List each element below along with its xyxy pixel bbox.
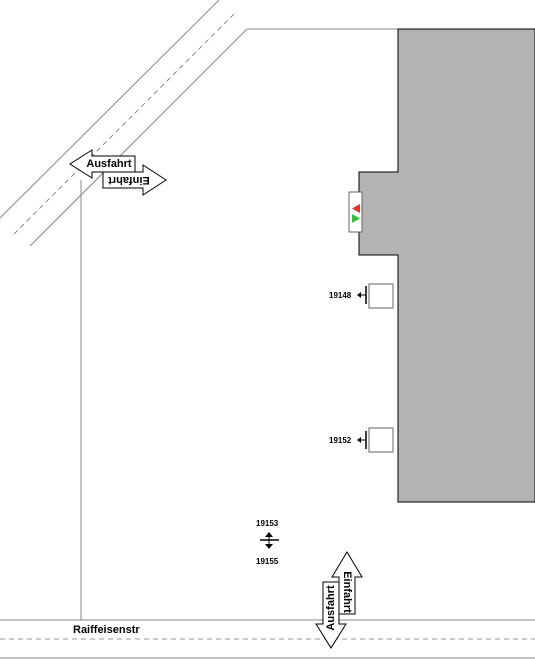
exit-entry-top-left: Einfahrt Ausfahrt <box>69 149 167 196</box>
arrow-up-icon <box>265 532 273 537</box>
entrance-box <box>348 191 363 233</box>
station-label: 19148 <box>329 291 352 300</box>
arrow-left-icon <box>357 292 361 298</box>
exit-arrow-icon <box>315 581 347 649</box>
station-pair-19153-19155[interactable]: 19153 19155 <box>256 519 279 566</box>
station-label-19155: 19155 <box>256 557 279 566</box>
station-box[interactable] <box>368 427 394 453</box>
entry-label: Einfahrt <box>341 571 353 613</box>
exit-arrow-icon <box>69 149 136 179</box>
lot-boundary <box>0 28 535 621</box>
red-arrow-icon <box>352 204 360 213</box>
station-19152[interactable]: 19152 <box>329 427 394 453</box>
road-edge <box>0 0 220 219</box>
arrow-down-icon <box>265 544 273 549</box>
road-edge <box>29 28 248 247</box>
exit-label: Ausfahrt <box>86 158 132 170</box>
green-arrow-icon <box>352 214 360 223</box>
entrance-marker <box>348 191 363 233</box>
diagonal-road <box>0 0 248 247</box>
exit-entry-bottom: Einfahrt Ausfahrt <box>315 551 363 649</box>
road-centerline <box>13 12 236 235</box>
station-label: 19152 <box>329 436 352 445</box>
street-name: Raiffeisenstr <box>73 624 140 636</box>
station-box[interactable] <box>368 283 394 309</box>
station-19148[interactable]: 19148 <box>329 283 394 309</box>
street: Raiffeisenstr <box>0 624 535 659</box>
station-label-19153: 19153 <box>256 519 279 528</box>
arrow-left-icon <box>357 437 361 443</box>
entry-label: Einfahrt <box>108 174 150 186</box>
building <box>358 28 535 503</box>
exit-label: Ausfahrt <box>325 585 337 631</box>
